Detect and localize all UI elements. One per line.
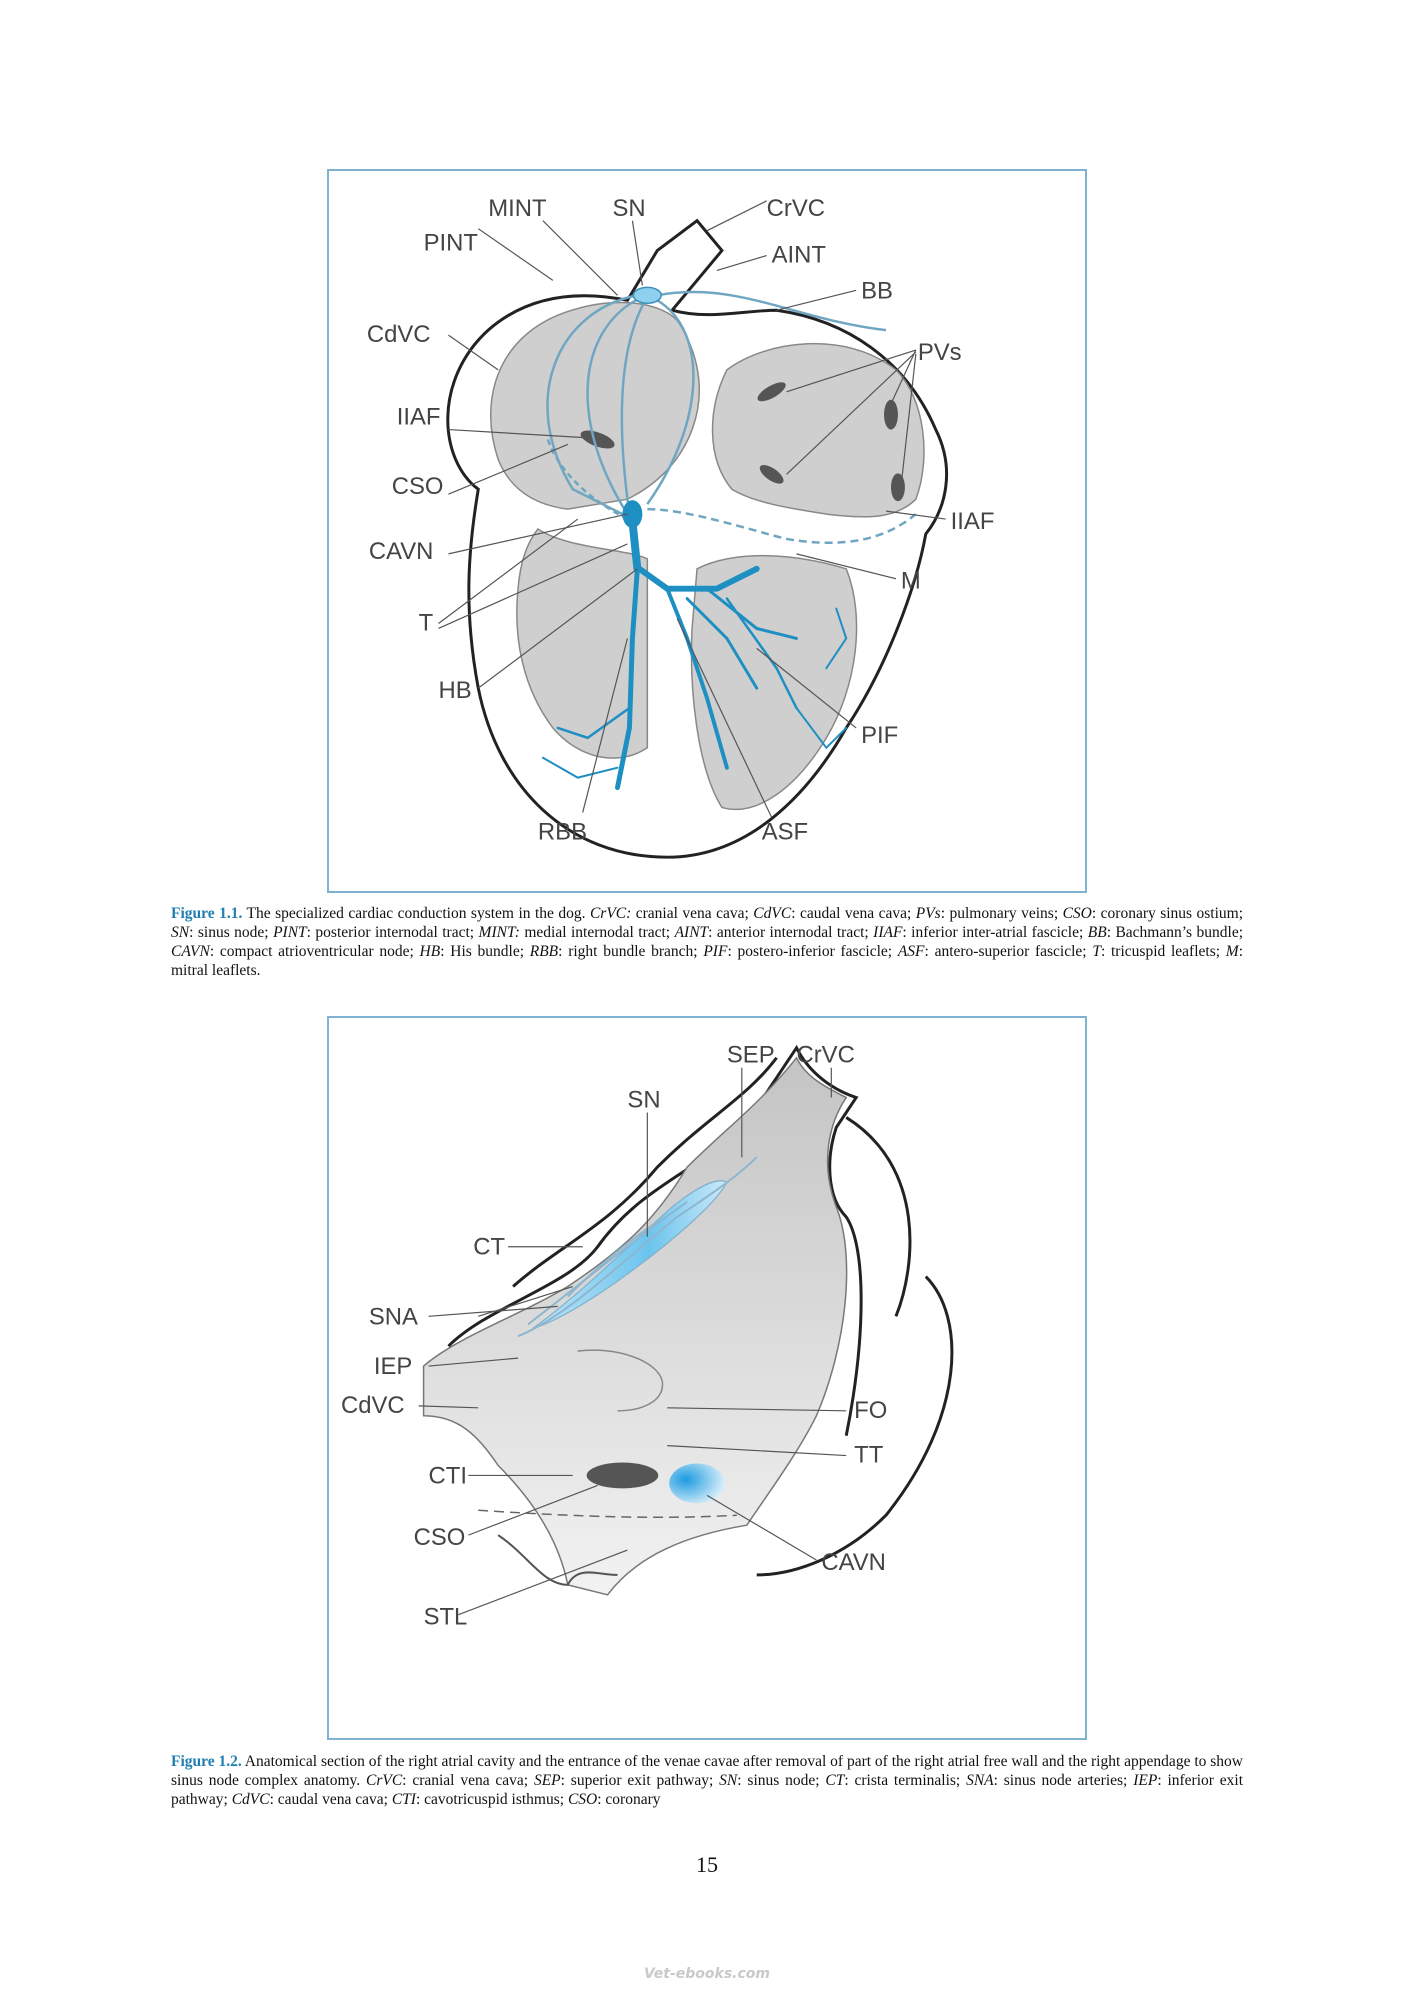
watermark: Vet-ebooks.com	[643, 1966, 771, 1982]
label-crvc: CrVC	[767, 195, 825, 222]
label-rbb: RBB	[538, 818, 587, 845]
label-cso: CSO	[392, 473, 444, 500]
label-cdvc: CdVC	[341, 1392, 405, 1419]
figure-1-1-caption: Figure 1.1. The specialized cardiac cond…	[171, 904, 1243, 980]
label-m: M	[901, 568, 921, 595]
av-node	[622, 500, 643, 529]
label-cdvc: CdVC	[367, 321, 431, 348]
heart-conduction-diagram: MINT SN CrVC PINT AINT BB CdVC PVs IIAF …	[367, 195, 995, 859]
caption-1-number: Figure 1.1.	[171, 905, 243, 922]
label-iiaf: IIAF	[397, 404, 441, 431]
caption-2-number: Figure 1.2.	[171, 1753, 242, 1770]
caption-1-intro: The specialized cardiac conduction syste…	[246, 905, 586, 922]
label-aint: AINT	[772, 241, 827, 268]
label-bb: BB	[861, 277, 893, 304]
figure-1-1: MINT SN CrVC PINT AINT BB CdVC PVs IIAF …	[327, 169, 1087, 893]
label-ct: CT	[473, 1234, 505, 1261]
label-cso: CSO	[414, 1524, 466, 1551]
page-number: 15	[696, 1852, 718, 1877]
label-stl: STL	[424, 1604, 468, 1631]
right-atrium	[490, 301, 700, 510]
label-mint: MINT	[488, 195, 547, 222]
heart-outline	[446, 218, 949, 859]
compact-av-node	[669, 1463, 725, 1504]
label-tt: TT	[854, 1442, 884, 1469]
sinus-node	[632, 286, 663, 305]
caption-2-terms: CrVC: cranial vena cava; SEP: superior e…	[171, 1772, 1244, 1808]
label-cavn: CAVN	[369, 538, 434, 565]
caption-2-intro: Anatomical section of the right atrial c…	[171, 1753, 1243, 1789]
caption-1-terms: CrVC: cranial vena cava; CdVC: caudal ve…	[171, 905, 1244, 979]
label-pif: PIF	[861, 722, 898, 749]
label-cti: CTI	[429, 1462, 467, 1489]
label-iiaf-right: IIAF	[951, 508, 995, 535]
label-sn: SN	[613, 195, 646, 222]
atrial-wall	[447, 1044, 863, 1436]
label-cavn: CAVN	[821, 1549, 886, 1576]
label-sep: SEP	[727, 1042, 775, 1069]
label-pvs: PVs	[918, 339, 962, 366]
right-atrium-section-diagram: SEP CrVC SN CT SNA IEP CdVC FO TT CTI CS…	[341, 1042, 954, 1631]
atrial-cavity	[422, 1056, 848, 1596]
fossa-ovalis	[577, 1349, 664, 1412]
label-sn: SN	[627, 1087, 660, 1114]
figure-1-2: SEP CrVC SN CT SNA IEP CdVC FO TT CTI CS…	[327, 1016, 1087, 1740]
label-pint: PINT	[424, 230, 479, 257]
label-iep: IEP	[374, 1353, 412, 1380]
label-sna: SNA	[369, 1303, 418, 1330]
figure-1-2-caption: Figure 1.2. Anatomical section of the ri…	[171, 1752, 1243, 1809]
label-hb: HB	[438, 677, 471, 704]
label-crvc: CrVC	[797, 1042, 855, 1069]
label-asf: ASF	[762, 818, 808, 845]
label-fo: FO	[854, 1397, 887, 1424]
label-t: T	[419, 609, 434, 636]
left-ventricle	[690, 554, 858, 810]
